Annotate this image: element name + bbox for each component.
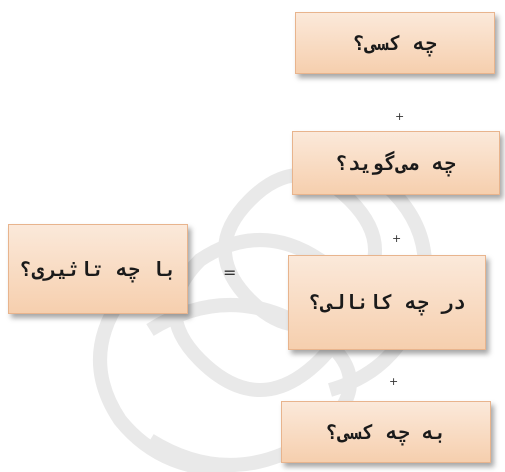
equals-operator: = (223, 263, 237, 282)
channel-box: در چه کانالی؟ (288, 255, 486, 350)
who-box: چه کسی؟ (295, 12, 495, 74)
to-whom-box: به چه کسی؟ (281, 401, 491, 463)
plus-operator-1: + (395, 110, 405, 123)
plus-operator-2: + (392, 232, 402, 245)
plus-operator-3: + (389, 375, 399, 388)
effect-box: با چه تاثیری؟ (8, 224, 188, 314)
says-what-box: چه می‌گوید؟ (292, 131, 500, 195)
